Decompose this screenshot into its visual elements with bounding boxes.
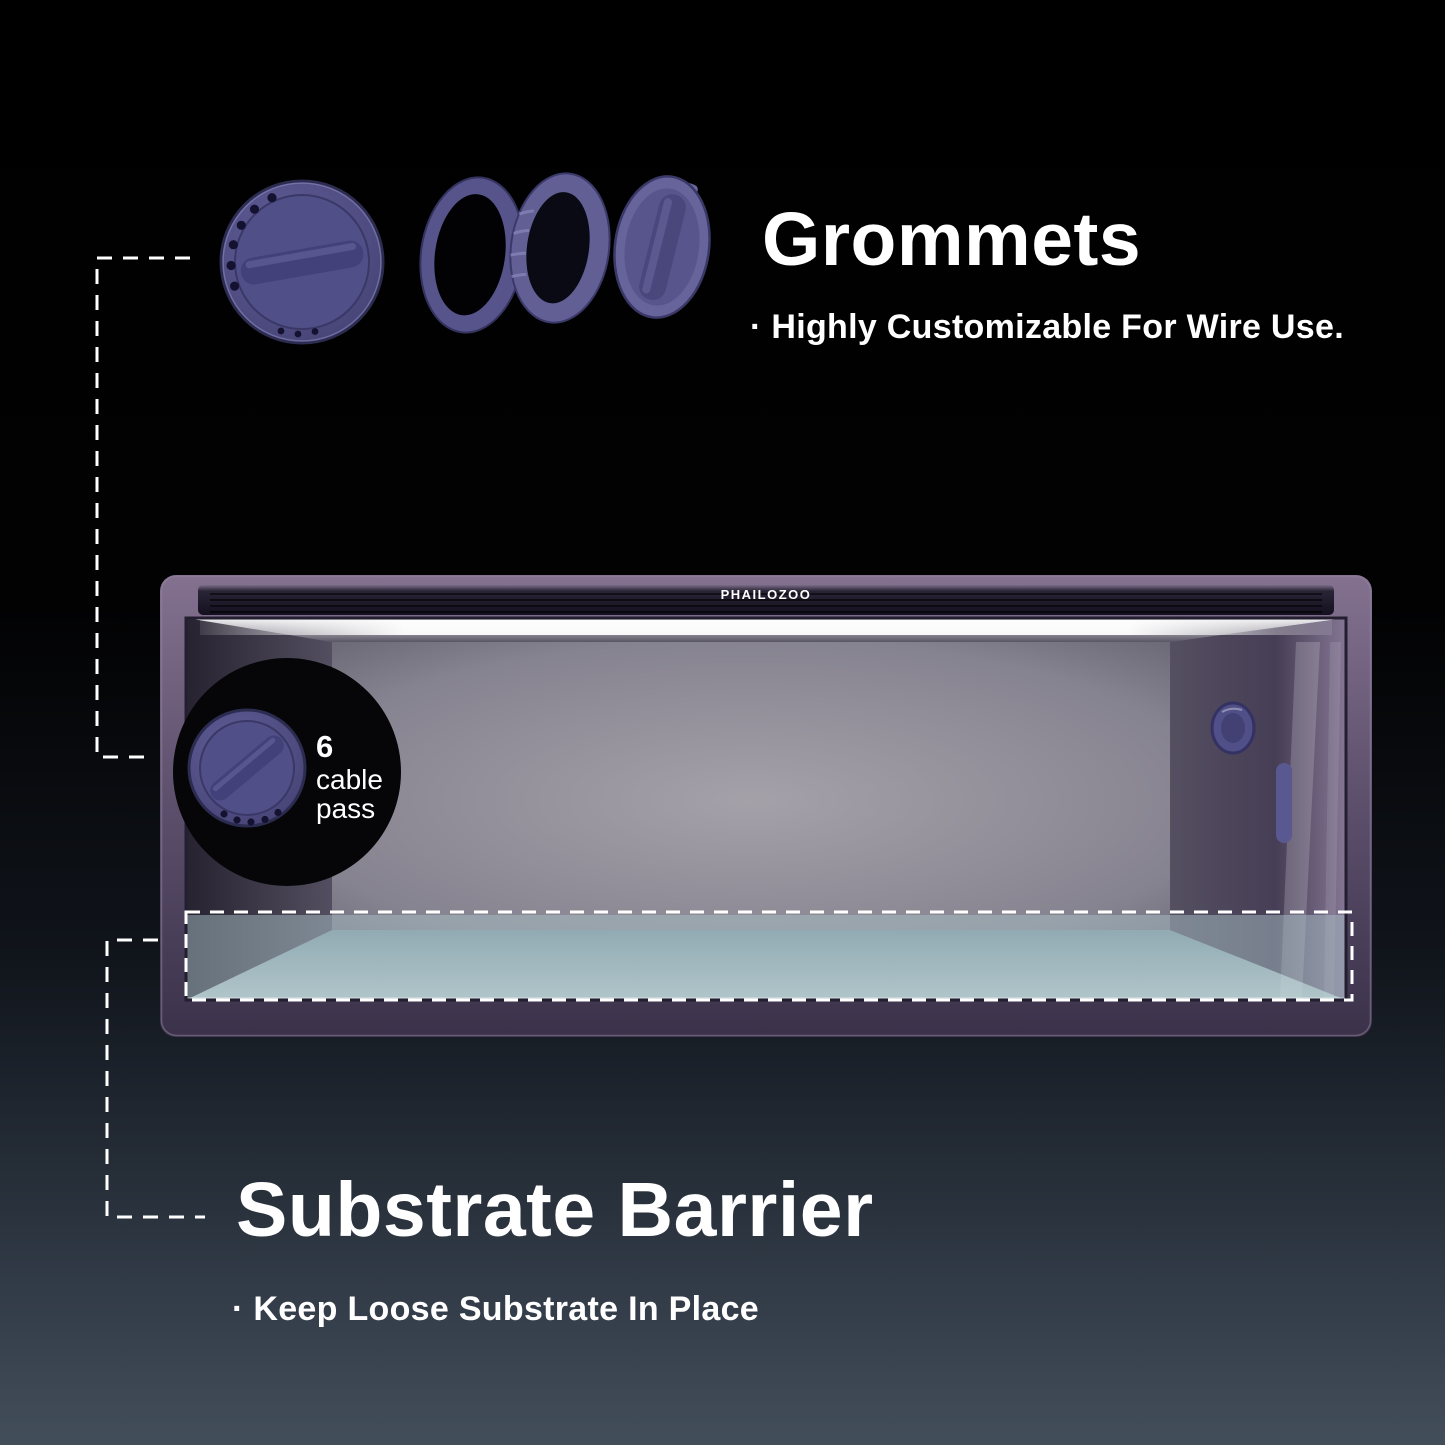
brand-logo: PHAILOZOO: [721, 587, 812, 602]
substrate-barrier-panel: [186, 915, 1346, 1000]
wall-grommet-icon: [1210, 701, 1256, 755]
grommet-callout-connector-line: [95, 256, 190, 759]
grommet-wing-cap-icon: [613, 175, 711, 319]
substrate-title: Substrate Barrier: [236, 1167, 874, 1253]
grommet-exploded-view: [219, 172, 711, 345]
callout-number: 6: [316, 729, 333, 764]
glass-reflection: [1280, 642, 1320, 998]
callout-line2: pass: [316, 793, 375, 824]
substrate-highlight-box: [184, 910, 1354, 1002]
cable-pass-callout: 6 cable pass: [173, 658, 401, 886]
callout-line1: cable: [316, 764, 383, 795]
callout-grommet-icon: [187, 708, 307, 828]
grommet-threaded-ring-icon: [509, 172, 611, 324]
interior-light-strip: [200, 620, 1332, 635]
grommets-bullet: · Highly Customizable For Wire Use.: [750, 308, 1344, 346]
grommet-cap-front-icon: [219, 179, 385, 345]
substrate-bullet: · Keep Loose Substrate In Place: [232, 1290, 760, 1328]
grommets-title: Grommets: [762, 197, 1142, 281]
door-handle: [1276, 763, 1292, 843]
terrarium-top-screen: [198, 585, 1334, 615]
substrate-connector-line: [105, 938, 205, 1219]
grommet-ring-icon: [419, 176, 525, 334]
